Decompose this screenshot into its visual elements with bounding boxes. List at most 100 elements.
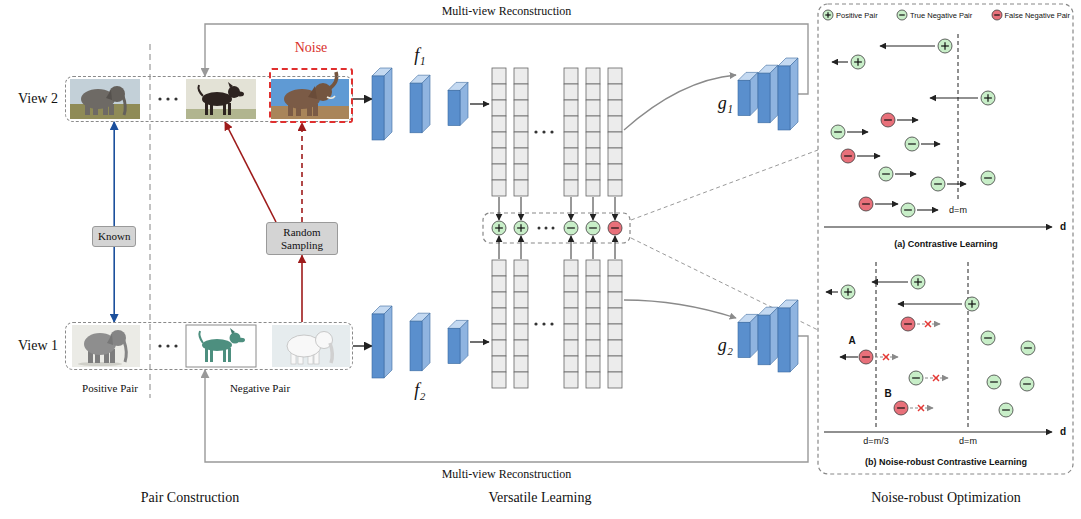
- arrow: [832, 61, 848, 62]
- feature-vectors: [608, 100, 622, 116]
- negative-pair-mark: [981, 331, 995, 345]
- legend: Positive PairTrue Negative PairFalse Neg…: [822, 9, 1070, 21]
- noise-photo: [329, 72, 337, 89]
- negative-pair-mark: [862, 356, 870, 357]
- white-elephant-render: [272, 325, 350, 367]
- arrow: [872, 281, 908, 282]
- negative-pair-mark: [831, 125, 845, 139]
- negative-pair-mark: [894, 401, 908, 415]
- positive-pair-mark: [514, 221, 528, 235]
- feature-vectors: [586, 356, 600, 372]
- dog-photo: [236, 92, 244, 97]
- arrow: [930, 97, 978, 98]
- feature-vectors: [564, 324, 578, 340]
- blocked-mark: [933, 375, 939, 381]
- feature-vectors: [564, 132, 578, 148]
- feature-vectors: [514, 84, 528, 100]
- legend-text: False Negative Pair: [1005, 11, 1070, 20]
- encoder-layers: [372, 306, 468, 378]
- arrow: [897, 119, 918, 120]
- feature-vectors: [514, 356, 528, 372]
- negative-pair-mark: [1020, 377, 1034, 391]
- feature-vectors: [586, 292, 600, 308]
- positive-pair-mark: [938, 39, 952, 53]
- feature-vectors: [514, 276, 528, 292]
- optimization-panel: [818, 4, 1073, 474]
- dog-photo: [199, 85, 204, 96]
- feature-vectors: [514, 148, 528, 164]
- positive-pair-mark: [981, 91, 995, 105]
- feature-vectors: [608, 260, 622, 276]
- arrow: [895, 173, 916, 174]
- negative-pair-mark: [992, 10, 1002, 20]
- section-caption: Pair Construction: [141, 490, 239, 506]
- plot-label: d: [1060, 426, 1066, 438]
- connector: [353, 345, 372, 346]
- decoder-layers: [738, 80, 750, 115]
- arrow: [499, 197, 500, 220]
- blocked-mark: [918, 405, 924, 411]
- decoder-layers: [778, 308, 790, 372]
- process-box: Known: [92, 226, 136, 247]
- positive-pair-mark: [944, 42, 945, 50]
- encoder-block: f₁: [372, 68, 468, 140]
- decoder-layers: [758, 315, 770, 365]
- negative-pair-mark: [897, 10, 907, 20]
- feature-vectors: [564, 68, 578, 84]
- feature-vectors: [550, 322, 553, 325]
- positive-pair-mark: [851, 55, 865, 69]
- feature-vectors: [608, 116, 622, 132]
- positive-pair-mark: [857, 58, 858, 66]
- positive-pair-mark: [965, 297, 979, 311]
- arrow: [499, 236, 500, 259]
- plot-label: (b) Noise-robust Contrastive Learning: [865, 457, 1027, 467]
- positive-pair-mark: [841, 285, 855, 299]
- feature-vectors: [586, 372, 600, 388]
- optimization-panel: [818, 4, 1073, 474]
- pair-label: Negative Pair: [230, 382, 290, 395]
- feature-vectors: [608, 340, 622, 356]
- negative-pair-mark: [859, 197, 873, 211]
- pair-row: [545, 227, 548, 230]
- negative-pair-mark: [859, 350, 873, 364]
- noise-box: Noise: [269, 68, 353, 123]
- decoder-layers: [758, 73, 770, 123]
- dog-photo: [205, 103, 208, 115]
- feature-vectors: [586, 100, 600, 116]
- feature-vectors: [542, 130, 545, 133]
- feature-vectors: [470, 68, 736, 388]
- legend-item: True Negative Pair: [896, 9, 972, 21]
- feature-vectors: [586, 180, 600, 196]
- noise-photo: [271, 79, 349, 119]
- feature-vectors: [608, 164, 622, 180]
- negative-pair-mark: [905, 137, 919, 151]
- elephant-render: [107, 334, 113, 345]
- encoder-layers: [372, 76, 384, 140]
- elephant-photo: [106, 90, 112, 100]
- negative-pair-mark: [1023, 383, 1031, 384]
- plot-label: d=m: [949, 205, 967, 215]
- arrow: [571, 236, 572, 259]
- arrow: [470, 341, 489, 342]
- dog-render: [205, 348, 208, 362]
- arrow: [840, 356, 858, 357]
- encoder-layers: [384, 68, 392, 140]
- arrow: [521, 197, 522, 220]
- dog-photo: [186, 109, 256, 119]
- view-label: View 2: [18, 91, 58, 107]
- arrow: [470, 103, 489, 104]
- connector: [113, 122, 115, 226]
- negative-pair-mark: [879, 167, 893, 181]
- feature-vectors: [564, 164, 578, 180]
- negative-pair-mark: [994, 14, 1000, 15]
- encoder-layers: [384, 306, 392, 378]
- elephant-render: [124, 341, 126, 362]
- feature-vectors: [492, 308, 506, 324]
- feature-vectors: [514, 340, 528, 356]
- arrow: [521, 236, 522, 259]
- ellipsis-dots: [158, 344, 161, 347]
- arrow: [921, 143, 940, 144]
- negative-pair-mark: [990, 381, 998, 382]
- encoder-layers: [448, 328, 460, 363]
